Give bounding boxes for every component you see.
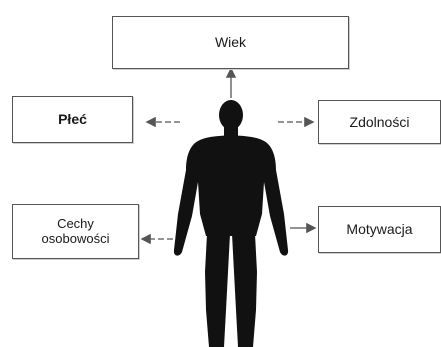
- node-plec-label: Płeć: [58, 111, 87, 127]
- node-cechy-osobowosci: Cechy osobowości: [12, 204, 139, 259]
- node-cechy-label-line2: osobowości: [42, 232, 110, 247]
- node-wiek-label: Wiek: [215, 34, 246, 50]
- node-plec: Płeć: [12, 96, 133, 143]
- node-motywacja: Motywacja: [318, 206, 441, 253]
- node-wiek: Wiek: [112, 16, 349, 69]
- node-motywacja-label: Motywacja: [346, 221, 412, 237]
- node-zdolnosci: Zdolności: [318, 100, 441, 144]
- node-cechy-label-line1: Cechy: [42, 217, 110, 232]
- node-zdolnosci-label: Zdolności: [350, 114, 410, 130]
- human-silhouette-icon: [174, 100, 288, 347]
